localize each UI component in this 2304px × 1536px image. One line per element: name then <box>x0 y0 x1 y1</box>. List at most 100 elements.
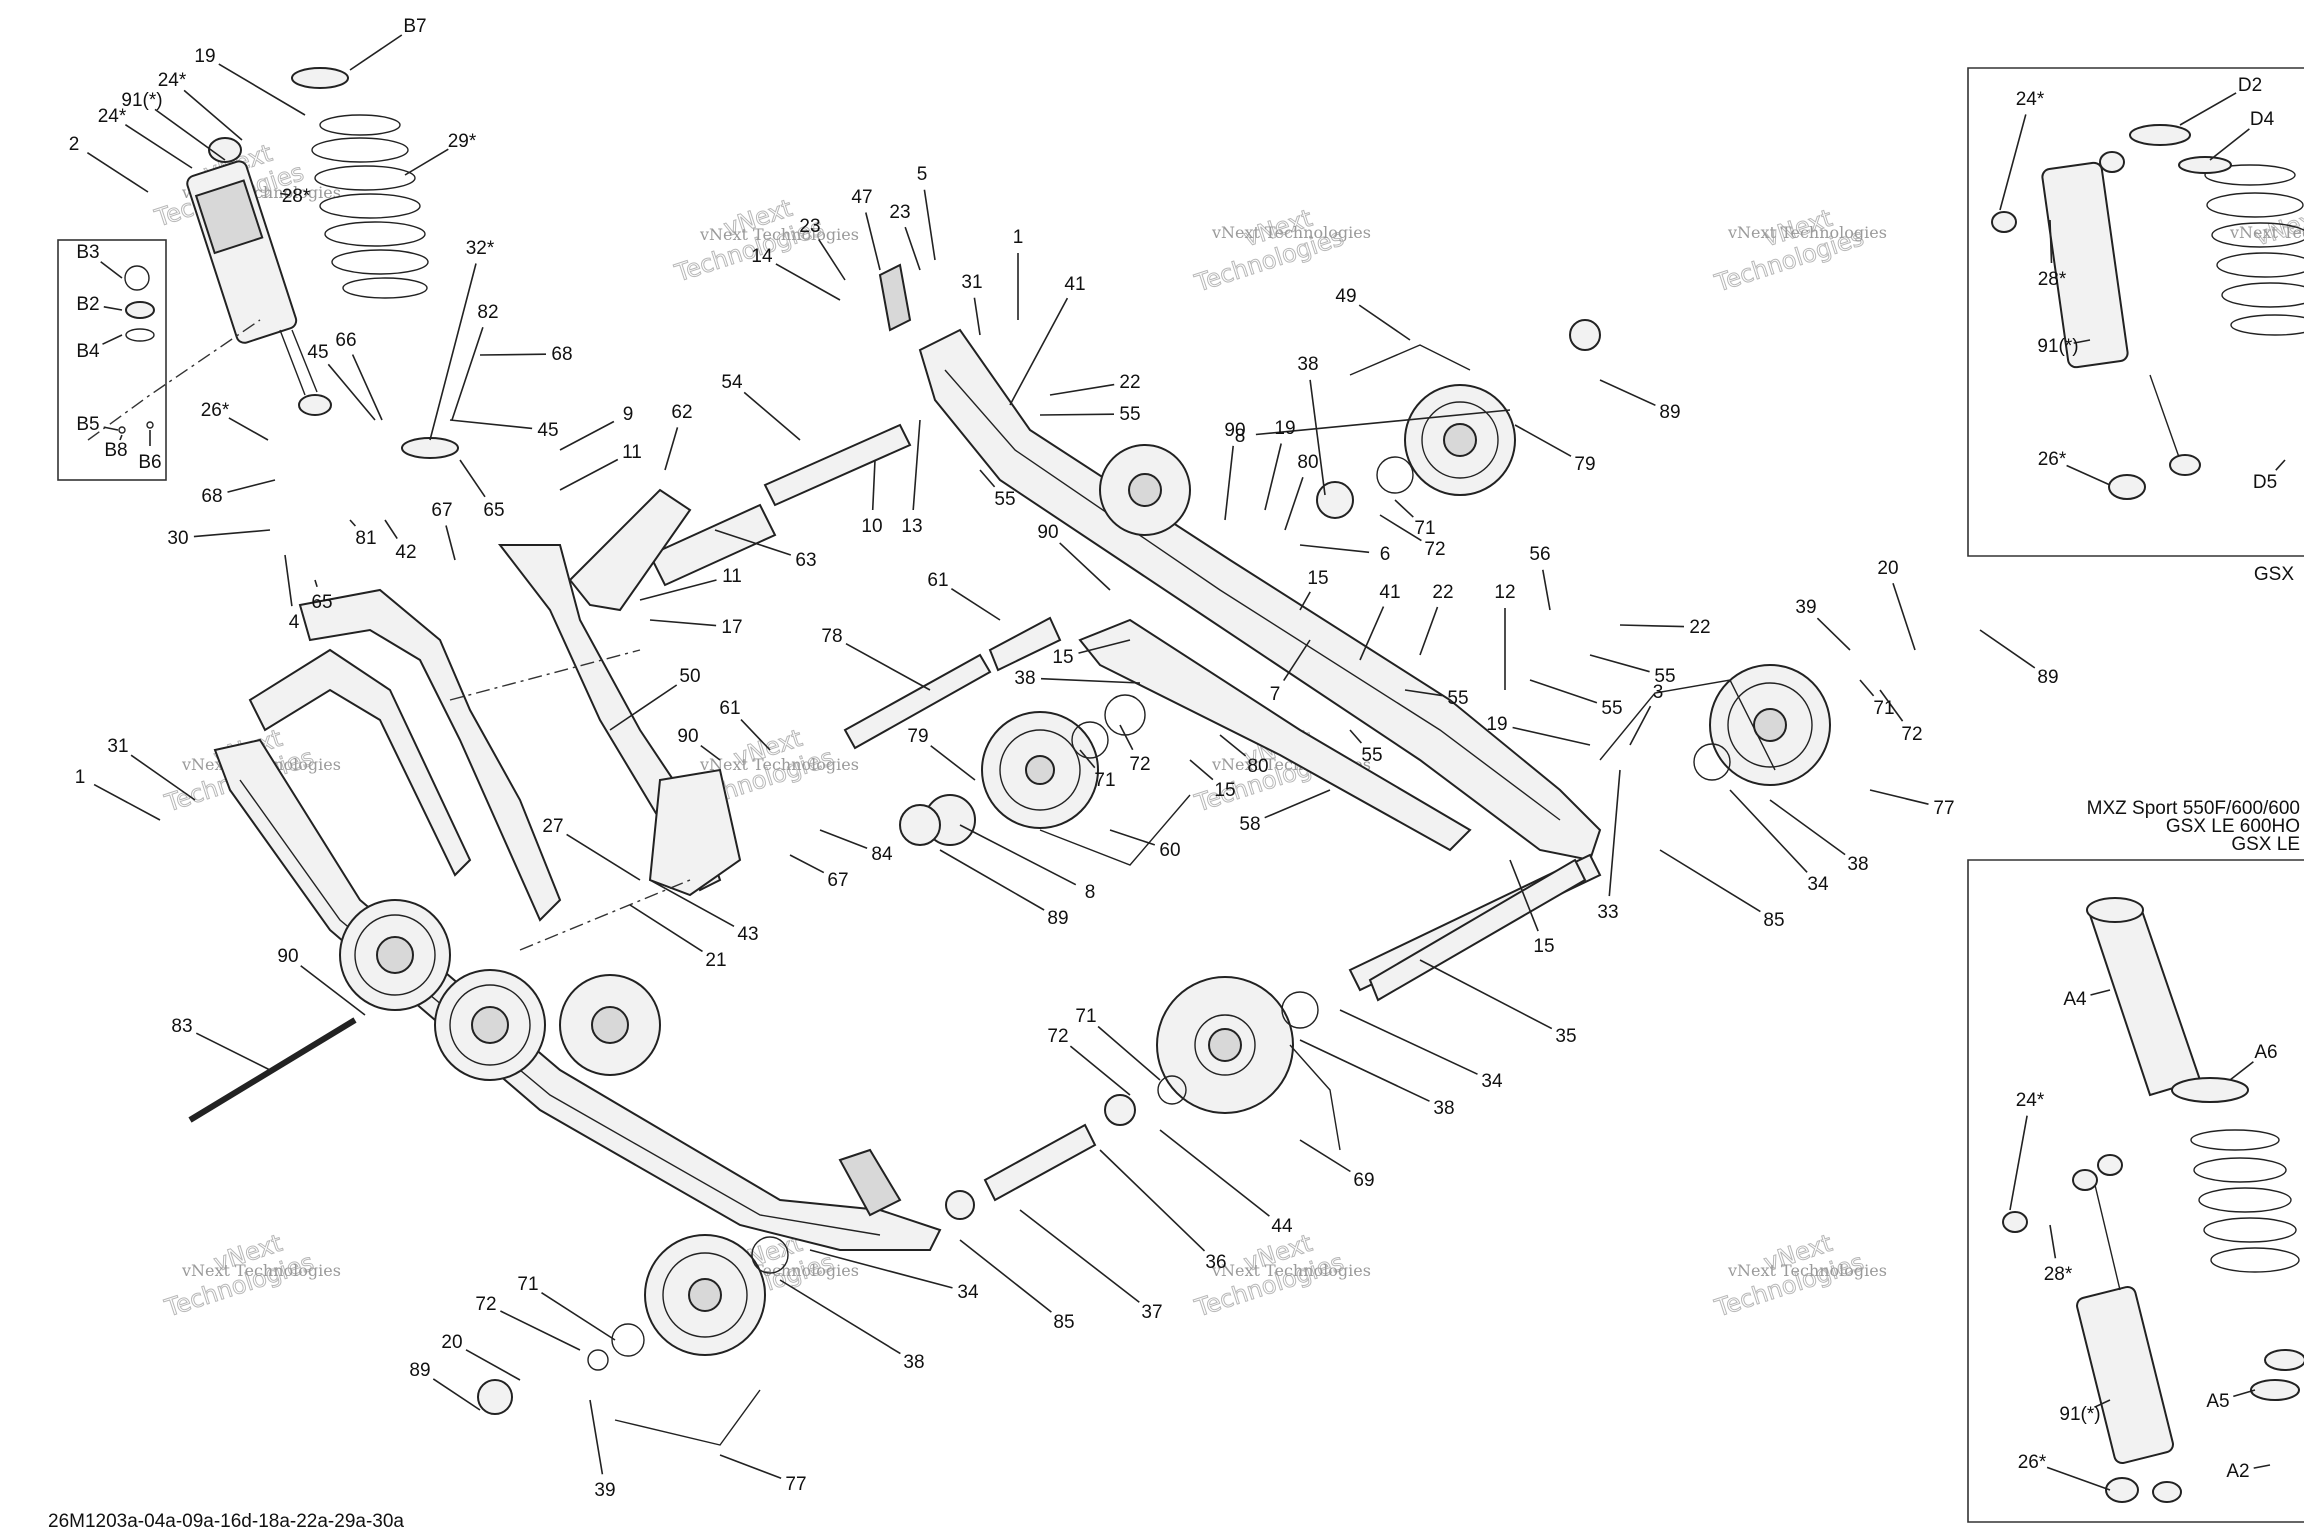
callout-84: 84 <box>871 844 893 865</box>
callout-49: 49 <box>1335 286 1356 307</box>
callout-31-b: 31 <box>107 736 128 757</box>
leader-line-j-A5 <box>2233 1389 2256 1398</box>
leader-line-83 <box>195 1032 271 1071</box>
callout-10: 10 <box>861 516 882 537</box>
leader-line-54 <box>743 391 801 441</box>
leader-line-i-D4 <box>2209 128 2250 161</box>
leader-line-85-b <box>959 1239 1052 1313</box>
callout-55: 55 <box>1119 404 1140 425</box>
leader-line-i-D5 <box>2275 459 2286 471</box>
callout-72: 72 <box>1424 539 1445 560</box>
leader-line-41-b <box>1359 606 1385 661</box>
leader-line-41 <box>1009 297 1069 406</box>
callout-65-b: 65 <box>311 592 332 613</box>
inset-top-caption: GSX <box>2254 564 2294 585</box>
assembly-brackets <box>614 344 1776 1446</box>
svg-text:vNext Technologies: vNext Technologies <box>1727 223 1887 242</box>
leader-line-71-e <box>541 1292 616 1341</box>
callout-71-e: 71 <box>517 1274 538 1295</box>
callout-32s: 32* <box>466 238 495 259</box>
rear-rail <box>918 328 1602 862</box>
callout-63: 63 <box>795 550 816 571</box>
callout-22-b: 22 <box>1432 582 1453 603</box>
leader-line-89-d <box>432 1378 481 1411</box>
callout-72-e: 72 <box>475 1294 496 1315</box>
callout-69: 69 <box>1353 1170 1374 1191</box>
callout-61: 61 <box>927 570 948 591</box>
leader-line-24s-b <box>124 124 193 169</box>
leader-line-55-e <box>1589 654 1650 673</box>
callout-20: 20 <box>1877 558 1898 579</box>
leader-line-15-b <box>1078 639 1131 654</box>
callout-90-b: 90 <box>1224 420 1245 441</box>
leader-line-31 <box>973 297 981 336</box>
callout-62: 62 <box>671 402 692 423</box>
leader-line-71-b <box>1079 749 1096 769</box>
leader-line-43 <box>649 879 735 928</box>
leader-line-38-d <box>1299 1039 1430 1102</box>
callout-90-d: 90 <box>277 946 298 967</box>
callout-71: 71 <box>1414 518 1435 539</box>
svg-text:vNext Technologies: vNext Technologies <box>1211 223 1371 242</box>
leader-line-24s <box>183 89 243 141</box>
leader-line-15-c <box>1189 759 1214 781</box>
leader-line-79 <box>1514 424 1572 457</box>
callout-B2: B2 <box>76 294 99 315</box>
leader-line-8-b <box>959 824 1077 886</box>
callout-38-b: 38 <box>1014 668 1035 689</box>
callout-i-D5: D5 <box>2253 472 2277 493</box>
svg-text:vNext Technologies: vNext Technologies <box>699 755 859 774</box>
leader-line-91s <box>154 108 226 161</box>
rear-wheels <box>945 664 1831 1220</box>
callout-21: 21 <box>705 950 726 971</box>
callout-66: 66 <box>335 330 356 351</box>
callout-33: 33 <box>1597 902 1618 923</box>
callout-77-b: 77 <box>785 1474 806 1495</box>
callout-35: 35 <box>1555 1026 1576 1047</box>
callout-17: 17 <box>721 617 742 638</box>
leader-line-63 <box>714 529 792 556</box>
callout-56: 56 <box>1529 544 1550 565</box>
front-wheels <box>339 899 661 1081</box>
callout-55-c: 55 <box>1447 688 1468 709</box>
leader-line-20 <box>1892 582 1916 651</box>
leader-line-65 <box>459 459 486 498</box>
callout-7: 7 <box>1270 684 1281 705</box>
leader-line-62 <box>664 427 679 471</box>
leader-line-66 <box>351 354 383 421</box>
leader-line-11 <box>559 458 619 491</box>
leader-line-15-d <box>1509 859 1539 932</box>
leader-line-90-d <box>300 965 366 1016</box>
callout-19-c: 19 <box>1486 714 1507 735</box>
callout-39-b: 39 <box>594 1480 615 1501</box>
leader-line-j-91s <box>2094 1399 2111 1408</box>
leader-line-55-c <box>1404 689 1443 697</box>
leader-line-90-c <box>700 744 721 761</box>
callout-8: 8 <box>1235 426 1246 447</box>
callout-24s-b: 24* <box>98 106 127 127</box>
callout-71-c: 71 <box>1873 698 1894 719</box>
leader-line-13 <box>912 419 921 511</box>
callout-B5: B5 <box>76 414 99 435</box>
drawing-code: 26M1203a-04a-09a-16d-18a-22a-29a-30a <box>48 1511 404 1532</box>
leader-line-89 <box>1599 379 1656 407</box>
leader-line-3 <box>1629 705 1652 746</box>
callout-65: 65 <box>483 500 504 521</box>
leader-line-38-b <box>1040 677 1141 684</box>
leader-line-34-c <box>809 1249 953 1289</box>
leader-line-67-b <box>789 854 825 874</box>
leader-line-i-D2 <box>2179 92 2237 126</box>
leader-line-B5 <box>103 426 119 431</box>
leader-line-77-b <box>719 1454 782 1480</box>
callout-B7: B7 <box>403 16 426 37</box>
leader-line-55-f <box>1529 679 1598 704</box>
leader-line-19 <box>218 63 306 116</box>
callout-2: 2 <box>69 134 80 155</box>
leader-line-72-e <box>500 1310 581 1351</box>
leader-line-81 <box>349 519 356 527</box>
leader-line-B4 <box>102 334 123 345</box>
callout-38-c: 38 <box>1847 854 1868 875</box>
leader-line-23-b <box>904 226 921 271</box>
callout-68: 68 <box>551 344 572 365</box>
